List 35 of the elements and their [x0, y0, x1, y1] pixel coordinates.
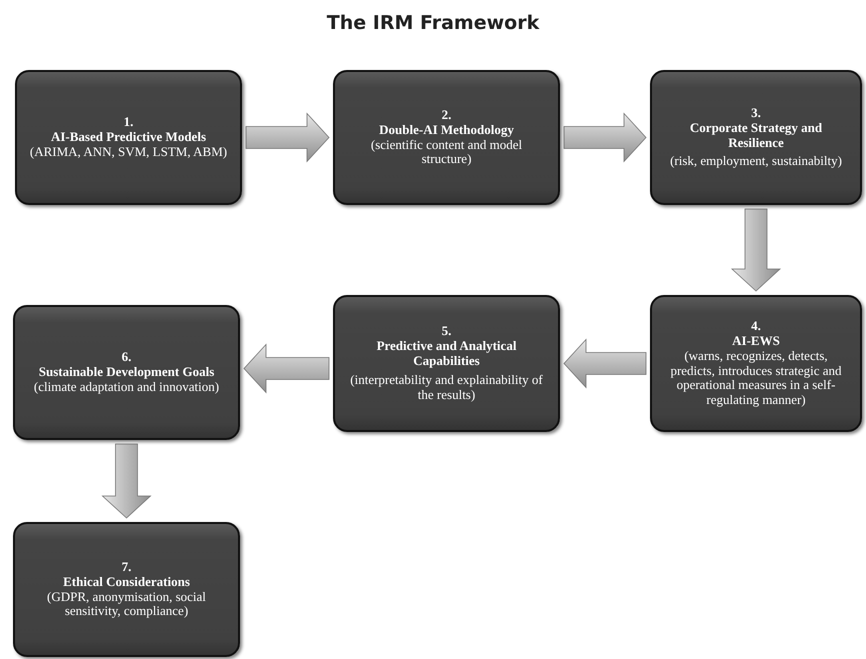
step-description: (scientific content and model structure) — [370, 138, 524, 168]
step-description: (risk, employment, sustainabilty) — [670, 154, 842, 170]
process-box — [650, 295, 862, 432]
step-heading: Corporate Strategy and Resilience — [688, 120, 824, 150]
step-heading: Predictive and Analytical Capabilities — [376, 339, 518, 369]
block-arrow — [730, 208, 782, 292]
step-description: (ARIMA, ANN, SVM, LSTM, ABM) — [30, 144, 228, 160]
step-description: (interpretability and explainability of the results) — [349, 372, 544, 403]
block-arrow — [563, 338, 646, 389]
diagram-title: The IRM Framework — [326, 12, 540, 34]
step-heading: Ethical Considerations — [63, 574, 190, 590]
step-heading: Sustainable Development Goals — [38, 365, 214, 380]
step-number: 4. — [751, 318, 761, 334]
block-arrow — [243, 343, 330, 394]
block-arrow — [246, 112, 330, 163]
step-number: 6. — [122, 350, 132, 366]
step-heading: AI-Based Predictive Models — [50, 130, 206, 145]
process-box — [333, 70, 560, 205]
process-box — [333, 295, 560, 432]
process-box — [650, 70, 862, 205]
step-description: (climate adaptation and innovation) — [34, 380, 220, 395]
step-heading: Double-AI Methodology — [379, 122, 514, 138]
step-number: 3. — [751, 106, 761, 121]
step-number: 5. — [442, 324, 452, 340]
step-number: 7. — [122, 560, 132, 575]
step-heading: AI-EWS — [732, 334, 780, 349]
block-arrow — [101, 444, 152, 519]
step-description: (GDPR, anonymisation, social sensitivity, compliance) — [46, 590, 207, 620]
process-box — [13, 305, 240, 440]
process-box — [15, 70, 242, 205]
step-number: 2. — [442, 108, 452, 123]
block-arrow — [564, 112, 647, 163]
step-description: (warns, recognizes, detects, predicts, introduces strategic and operational measures in a self-regulating manner) — [669, 348, 843, 408]
process-box — [13, 522, 240, 657]
step-number: 1. — [124, 115, 134, 130]
